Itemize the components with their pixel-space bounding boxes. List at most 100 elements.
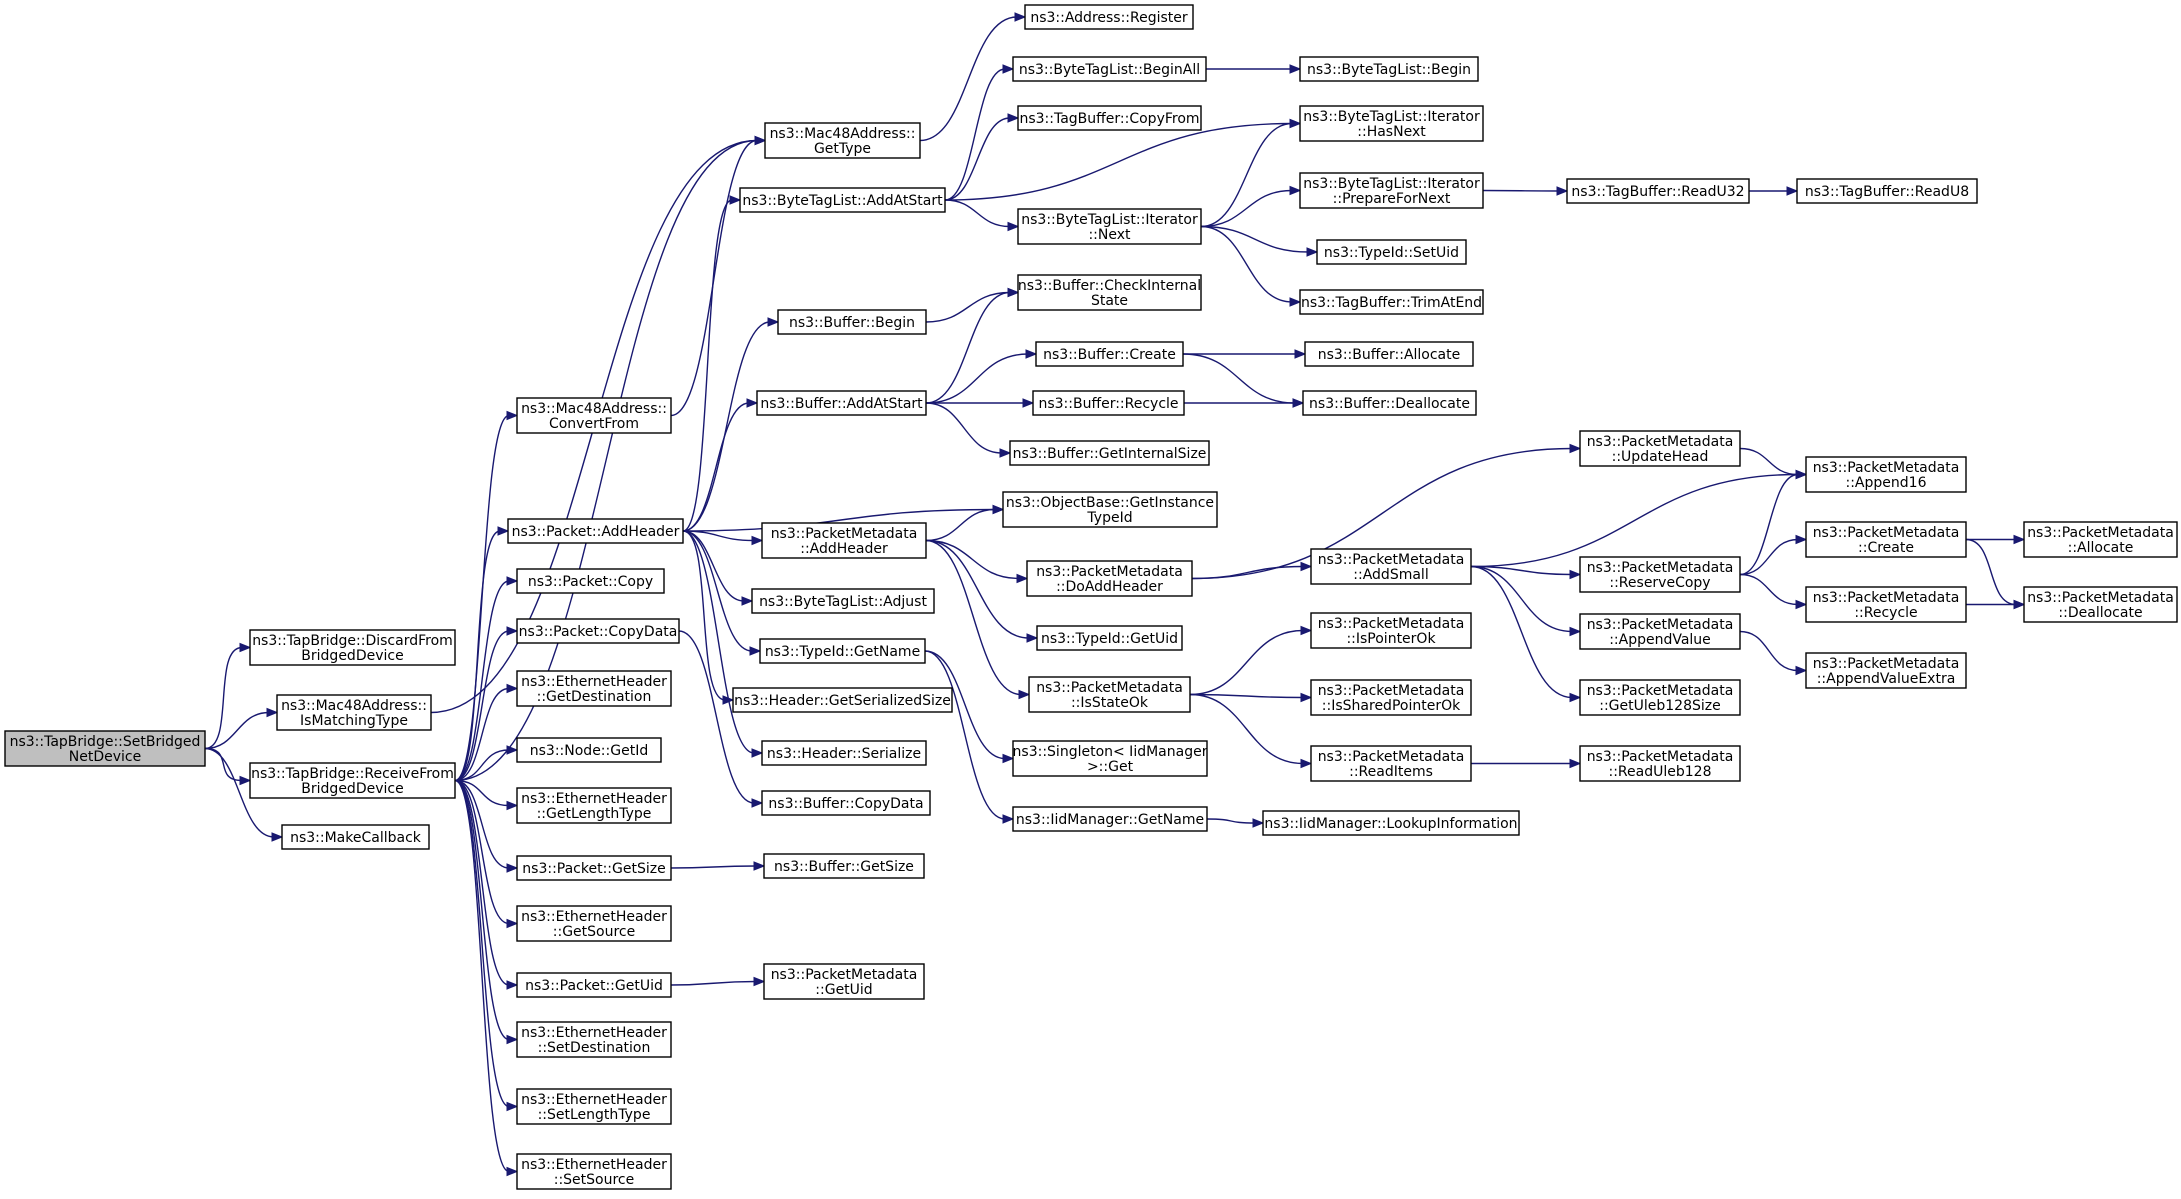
node-bufgetint[interactable]: ns3::Buffer::GetInternalSize bbox=[1009, 440, 1210, 466]
node-label: ns3::Buffer::CheckInternal bbox=[1018, 278, 1201, 294]
node-label: State bbox=[1091, 293, 1128, 309]
node-label: ns3::EthernetHeader bbox=[521, 791, 667, 807]
node-pmappend16[interactable]: ns3::PacketMetadata::Append16 bbox=[1805, 456, 1967, 493]
node-label: ns3::PacketMetadata bbox=[1036, 680, 1183, 696]
node-ethsetdest[interactable]: ns3::EthernetHeader::SetDestination bbox=[516, 1021, 672, 1058]
node-hdrser[interactable]: ns3::Header::Serialize bbox=[761, 740, 927, 766]
node-pmallocate[interactable]: ns3::PacketMetadata::Allocate bbox=[2023, 521, 2178, 558]
node-pmispointer[interactable]: ns3::PacketMetadata::IsPointerOk bbox=[1310, 612, 1472, 649]
node-pmaddheader[interactable]: ns3::PacketMetadata::AddHeader bbox=[761, 522, 927, 559]
node-box bbox=[761, 790, 931, 816]
arrowhead-icon bbox=[741, 596, 754, 606]
node-btladjust[interactable]: ns3::ByteTagList::Adjust bbox=[751, 588, 935, 614]
edge-receivefrom-to-pgetsize bbox=[454, 779, 510, 869]
node-pgetsize[interactable]: ns3::Packet::GetSize bbox=[516, 855, 672, 881]
node-label: ns3::PacketMetadata bbox=[1587, 749, 1734, 765]
node-bufcopydata[interactable]: ns3::Buffer::CopyData bbox=[761, 790, 931, 816]
node-pmdoaddheader[interactable]: ns3::PacketMetadata::DoAddHeader bbox=[1026, 560, 1193, 597]
node-pmreaditems[interactable]: ns3::PacketMetadata::ReadItems bbox=[1310, 745, 1472, 782]
node-label: ns3::Buffer::Create bbox=[1043, 347, 1176, 363]
node-nodegetid[interactable]: ns3::Node::GetId bbox=[516, 737, 662, 763]
node-pmappendvalue[interactable]: ns3::PacketMetadata::AppendValue bbox=[1579, 613, 1741, 650]
node-label: ns3::PacketMetadata bbox=[1813, 590, 1960, 606]
node-label: ns3::ByteTagList::Iterator bbox=[1021, 212, 1198, 228]
node-box bbox=[516, 568, 665, 594]
node-pmisstateok[interactable]: ns3::PacketMetadata::IsStateOk bbox=[1028, 676, 1191, 713]
node-btliternext[interactable]: ns3::ByteTagList::Iterator::Next bbox=[1017, 208, 1202, 245]
node-box bbox=[516, 855, 672, 881]
node-pmappendextra[interactable]: ns3::PacketMetadata::AppendValueExtra bbox=[1805, 652, 1967, 689]
node-ethgetlen[interactable]: ns3::EthernetHeader::GetLengthType bbox=[516, 787, 672, 824]
node-tagbufcopyfrom[interactable]: ns3::TagBuffer::CopyFrom bbox=[1017, 105, 1202, 131]
node-pmgetuid[interactable]: ns3::PacketMetadata::GetUid bbox=[763, 963, 925, 1000]
edge-setbridged-to-receivefrom bbox=[204, 747, 243, 782]
node-label: ns3::Buffer::Begin bbox=[789, 315, 915, 331]
node-pgetuid[interactable]: ns3::Packet::GetUid bbox=[516, 972, 672, 998]
node-box bbox=[1304, 341, 1474, 367]
node-iidgetname[interactable]: ns3::IidManager::GetName bbox=[1012, 806, 1208, 832]
node-pmcreate[interactable]: ns3::PacketMetadata::Create bbox=[1805, 521, 1967, 558]
node-tagbufreadu8[interactable]: ns3::TagBuffer::ReadU8 bbox=[1796, 178, 1978, 204]
node-tagbufreadu32[interactable]: ns3::TagBuffer::ReadU32 bbox=[1566, 178, 1750, 204]
node-btlbeginall[interactable]: ns3::ByteTagList::BeginAll bbox=[1012, 56, 1207, 82]
node-pcopydata[interactable]: ns3::Packet::CopyData bbox=[516, 618, 680, 644]
edge-bufaddatstart-to-bufcreate bbox=[925, 353, 1029, 404]
node-ethgetdest[interactable]: ns3::EthernetHeader::GetDestination bbox=[516, 670, 672, 707]
node-pmupdatehead[interactable]: ns3::PacketMetadata::UpdateHead bbox=[1579, 430, 1741, 467]
node-iidlookup[interactable]: ns3::IidManager::LookupInformation bbox=[1262, 810, 1520, 836]
node-ethsetsrc[interactable]: ns3::EthernetHeader::SetSource bbox=[516, 1153, 672, 1190]
node-pmrecycle[interactable]: ns3::PacketMetadata::Recycle bbox=[1805, 586, 1967, 623]
node-bufgetsize[interactable]: ns3::Buffer::GetSize bbox=[763, 853, 925, 879]
node-btlprepare[interactable]: ns3::ByteTagList::Iterator::PrepareForNe… bbox=[1299, 172, 1484, 209]
node-pmaddsmall[interactable]: ns3::PacketMetadata::AddSmall bbox=[1310, 548, 1472, 585]
node-bufcreate[interactable]: ns3::Buffer::Create bbox=[1035, 341, 1184, 367]
node-pcopy[interactable]: ns3::Packet::Copy bbox=[516, 568, 665, 594]
node-tagbuftrim[interactable]: ns3::TagBuffer::TrimAtEnd bbox=[1299, 289, 1484, 315]
node-typeidgetuid[interactable]: ns3::TypeId::GetUid bbox=[1036, 625, 1183, 651]
node-bufbegin[interactable]: ns3::Buffer::Begin bbox=[777, 309, 927, 335]
node-pmreaduleb[interactable]: ns3::PacketMetadata::ReadUleb128 bbox=[1579, 745, 1741, 782]
node-bufallocate[interactable]: ns3::Buffer::Allocate bbox=[1304, 341, 1474, 367]
node-box bbox=[507, 518, 684, 544]
node-singletonget[interactable]: ns3::Singleton< IidManager>::Get bbox=[1012, 740, 1208, 777]
node-mgettype[interactable]: ns3::Mac48Address::GetType bbox=[764, 122, 921, 159]
node-hdrgetser[interactable]: ns3::Header::GetSerializedSize bbox=[732, 687, 953, 713]
node-makecallback[interactable]: ns3::MakeCallback bbox=[281, 824, 430, 850]
node-pmisshared[interactable]: ns3::PacketMetadata::IsSharedPointerOk bbox=[1310, 679, 1472, 716]
node-btladdatstart[interactable]: ns3::ByteTagList::AddAtStart bbox=[739, 187, 946, 213]
node-box bbox=[1310, 745, 1472, 782]
arrowhead-icon bbox=[749, 646, 762, 656]
node-pmreservecopy[interactable]: ns3::PacketMetadata::ReserveCopy bbox=[1579, 556, 1741, 593]
node-pmdealloc[interactable]: ns3::PacketMetadata::Deallocate bbox=[2023, 586, 2178, 623]
arrowhead-icon bbox=[1556, 186, 1569, 196]
node-btlhasnext[interactable]: ns3::ByteTagList::Iterator::HasNext bbox=[1299, 105, 1484, 142]
node-btlbegin[interactable]: ns3::ByteTagList::Begin bbox=[1299, 56, 1479, 82]
node-ethgetsrc[interactable]: ns3::EthernetHeader::GetSource bbox=[516, 905, 672, 942]
node-box bbox=[1012, 740, 1208, 777]
arrowhead-icon bbox=[1294, 349, 1307, 359]
node-label: ns3::ByteTagList::Iterator bbox=[1303, 109, 1480, 125]
node-bufrecycle[interactable]: ns3::Buffer::Recycle bbox=[1032, 390, 1185, 416]
node-addrregister[interactable]: ns3::Address::Register bbox=[1024, 4, 1194, 30]
node-pmgetuleb[interactable]: ns3::PacketMetadata::GetUleb128Size bbox=[1579, 679, 1741, 716]
node-box bbox=[1805, 652, 1967, 689]
node-typeidgetname[interactable]: ns3::TypeId::GetName bbox=[759, 638, 926, 664]
node-bufdealloc[interactable]: ns3::Buffer::Deallocate bbox=[1302, 390, 1477, 416]
node-box bbox=[1310, 612, 1472, 649]
node-label: ns3::PacketMetadata bbox=[1587, 617, 1734, 633]
node-convertfrom[interactable]: ns3::Mac48Address::ConvertFrom bbox=[516, 397, 672, 434]
node-ethsetlen[interactable]: ns3::EthernetHeader::SetLengthType bbox=[516, 1088, 672, 1125]
node-box bbox=[1299, 56, 1479, 82]
node-label: ::AddHeader bbox=[800, 541, 888, 557]
node-ismatching[interactable]: ns3::Mac48Address::IsMatchingType bbox=[276, 694, 432, 731]
node-label: ns3::TypeId::SetUid bbox=[1324, 245, 1459, 261]
node-bufaddatstart[interactable]: ns3::Buffer::AddAtStart bbox=[756, 390, 927, 416]
arrowhead-icon bbox=[1025, 349, 1038, 359]
node-typeidsetuid[interactable]: ns3::TypeId::SetUid bbox=[1316, 239, 1467, 265]
node-addheader[interactable]: ns3::Packet::AddHeader bbox=[507, 518, 684, 544]
